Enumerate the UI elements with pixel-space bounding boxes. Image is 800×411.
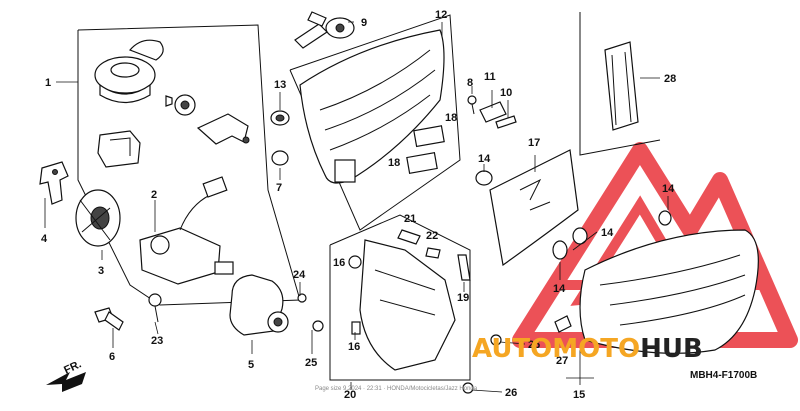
callout-10: 10 [500, 87, 512, 99]
diagram-code: MBH4-F1700B [690, 370, 757, 381]
callout-1: 1 [45, 77, 51, 89]
grommet-part-16a [348, 255, 362, 269]
callout-20: 20 [344, 389, 356, 401]
callout-11: 11 [484, 71, 496, 83]
key-cylinder-part [229, 274, 289, 336]
bolt-part-23 [148, 293, 162, 323]
direction-label: FR. [62, 358, 83, 376]
watermark-text: AUTOMOTOHUB [472, 334, 703, 364]
clip-part-22 [425, 247, 441, 259]
callout-26a: 26 [528, 339, 540, 351]
callout-12: 12 [435, 9, 447, 21]
callout-16b: 16 [348, 341, 360, 353]
emblem-part-18b [406, 151, 438, 175]
latch-part [196, 113, 250, 145]
callout-8: 8 [467, 77, 473, 89]
bolt-part-25 [312, 320, 324, 332]
callout-25: 25 [305, 357, 317, 369]
strip-part-19 [457, 254, 471, 281]
key-set-part [294, 11, 355, 49]
pad-part-17 [489, 149, 579, 267]
callout-9: 9 [361, 17, 367, 29]
callout-24: 24 [293, 269, 306, 281]
clip-part-27 [554, 315, 572, 333]
callout-4: 4 [41, 233, 48, 245]
grommet-part-14a [475, 170, 493, 186]
screw-part-8 [467, 95, 477, 115]
bolt-part-26b [462, 382, 474, 394]
callout-19: 19 [457, 292, 469, 304]
callout-14b: 14 [553, 283, 566, 295]
callout-2: 2 [151, 189, 157, 201]
bracket-part [39, 161, 69, 205]
lock-cylinder-part [165, 94, 196, 116]
callout-6: 6 [109, 351, 115, 363]
bolt-part-26a [490, 334, 502, 346]
callout-22: 22 [426, 230, 438, 242]
callout-5: 5 [248, 359, 254, 371]
callout-16a: 16 [333, 257, 345, 269]
callout-27: 27 [556, 355, 568, 367]
bolt-part-24 [297, 293, 307, 303]
clip-part-21 [397, 229, 421, 245]
callout-23: 23 [151, 335, 163, 347]
plate-part [97, 130, 141, 168]
callout-3: 3 [98, 265, 104, 277]
callout-14c: 14 [601, 227, 614, 239]
key-part [94, 307, 124, 331]
strap-part-28 [604, 41, 639, 131]
callout-7: 7 [276, 182, 282, 194]
ignition-switch-part [139, 176, 234, 285]
grommet-part-13 [270, 110, 290, 126]
group-frame-lower [329, 214, 471, 381]
callout-14a: 14 [478, 153, 491, 165]
grommet-part-7 [271, 150, 289, 166]
grommet-part-14d [658, 210, 672, 226]
callout-21: 21 [404, 213, 416, 225]
callout-18a: 18 [445, 112, 457, 124]
callout-17: 17 [528, 137, 540, 149]
callout-26b: 26 [505, 387, 517, 399]
callout-28: 28 [664, 73, 676, 85]
callout-15: 15 [573, 389, 585, 401]
tray-part-20 [359, 239, 456, 371]
bracket-part-11 [479, 101, 507, 123]
emblem-part-18a [413, 125, 445, 148]
leader-lines [44, 21, 669, 393]
clip-part-10 [495, 115, 517, 129]
side-cover-part [299, 29, 445, 184]
switch-body-part [75, 189, 121, 247]
grommet-part-14b [552, 240, 568, 260]
side-cover-part-15 [579, 229, 759, 354]
callout-18b: 18 [388, 157, 400, 169]
direction-arrow-icon [46, 372, 86, 392]
watermark-word-moto: MOTO [552, 334, 640, 364]
callout-14d: 14 [662, 183, 675, 195]
group-frame-strap [579, 12, 661, 156]
footer-text: Page size 9,2024 · 22:31 · HONDA/Motocic… [315, 386, 478, 392]
watermark-word-hub: HUB [640, 334, 703, 364]
grommet-part-16b [351, 321, 361, 335]
fuel-cap-part [94, 39, 164, 104]
grommet-part-14c [572, 227, 588, 245]
callout-13: 13 [274, 79, 286, 91]
watermark-word-auto: AUTO [472, 334, 552, 364]
